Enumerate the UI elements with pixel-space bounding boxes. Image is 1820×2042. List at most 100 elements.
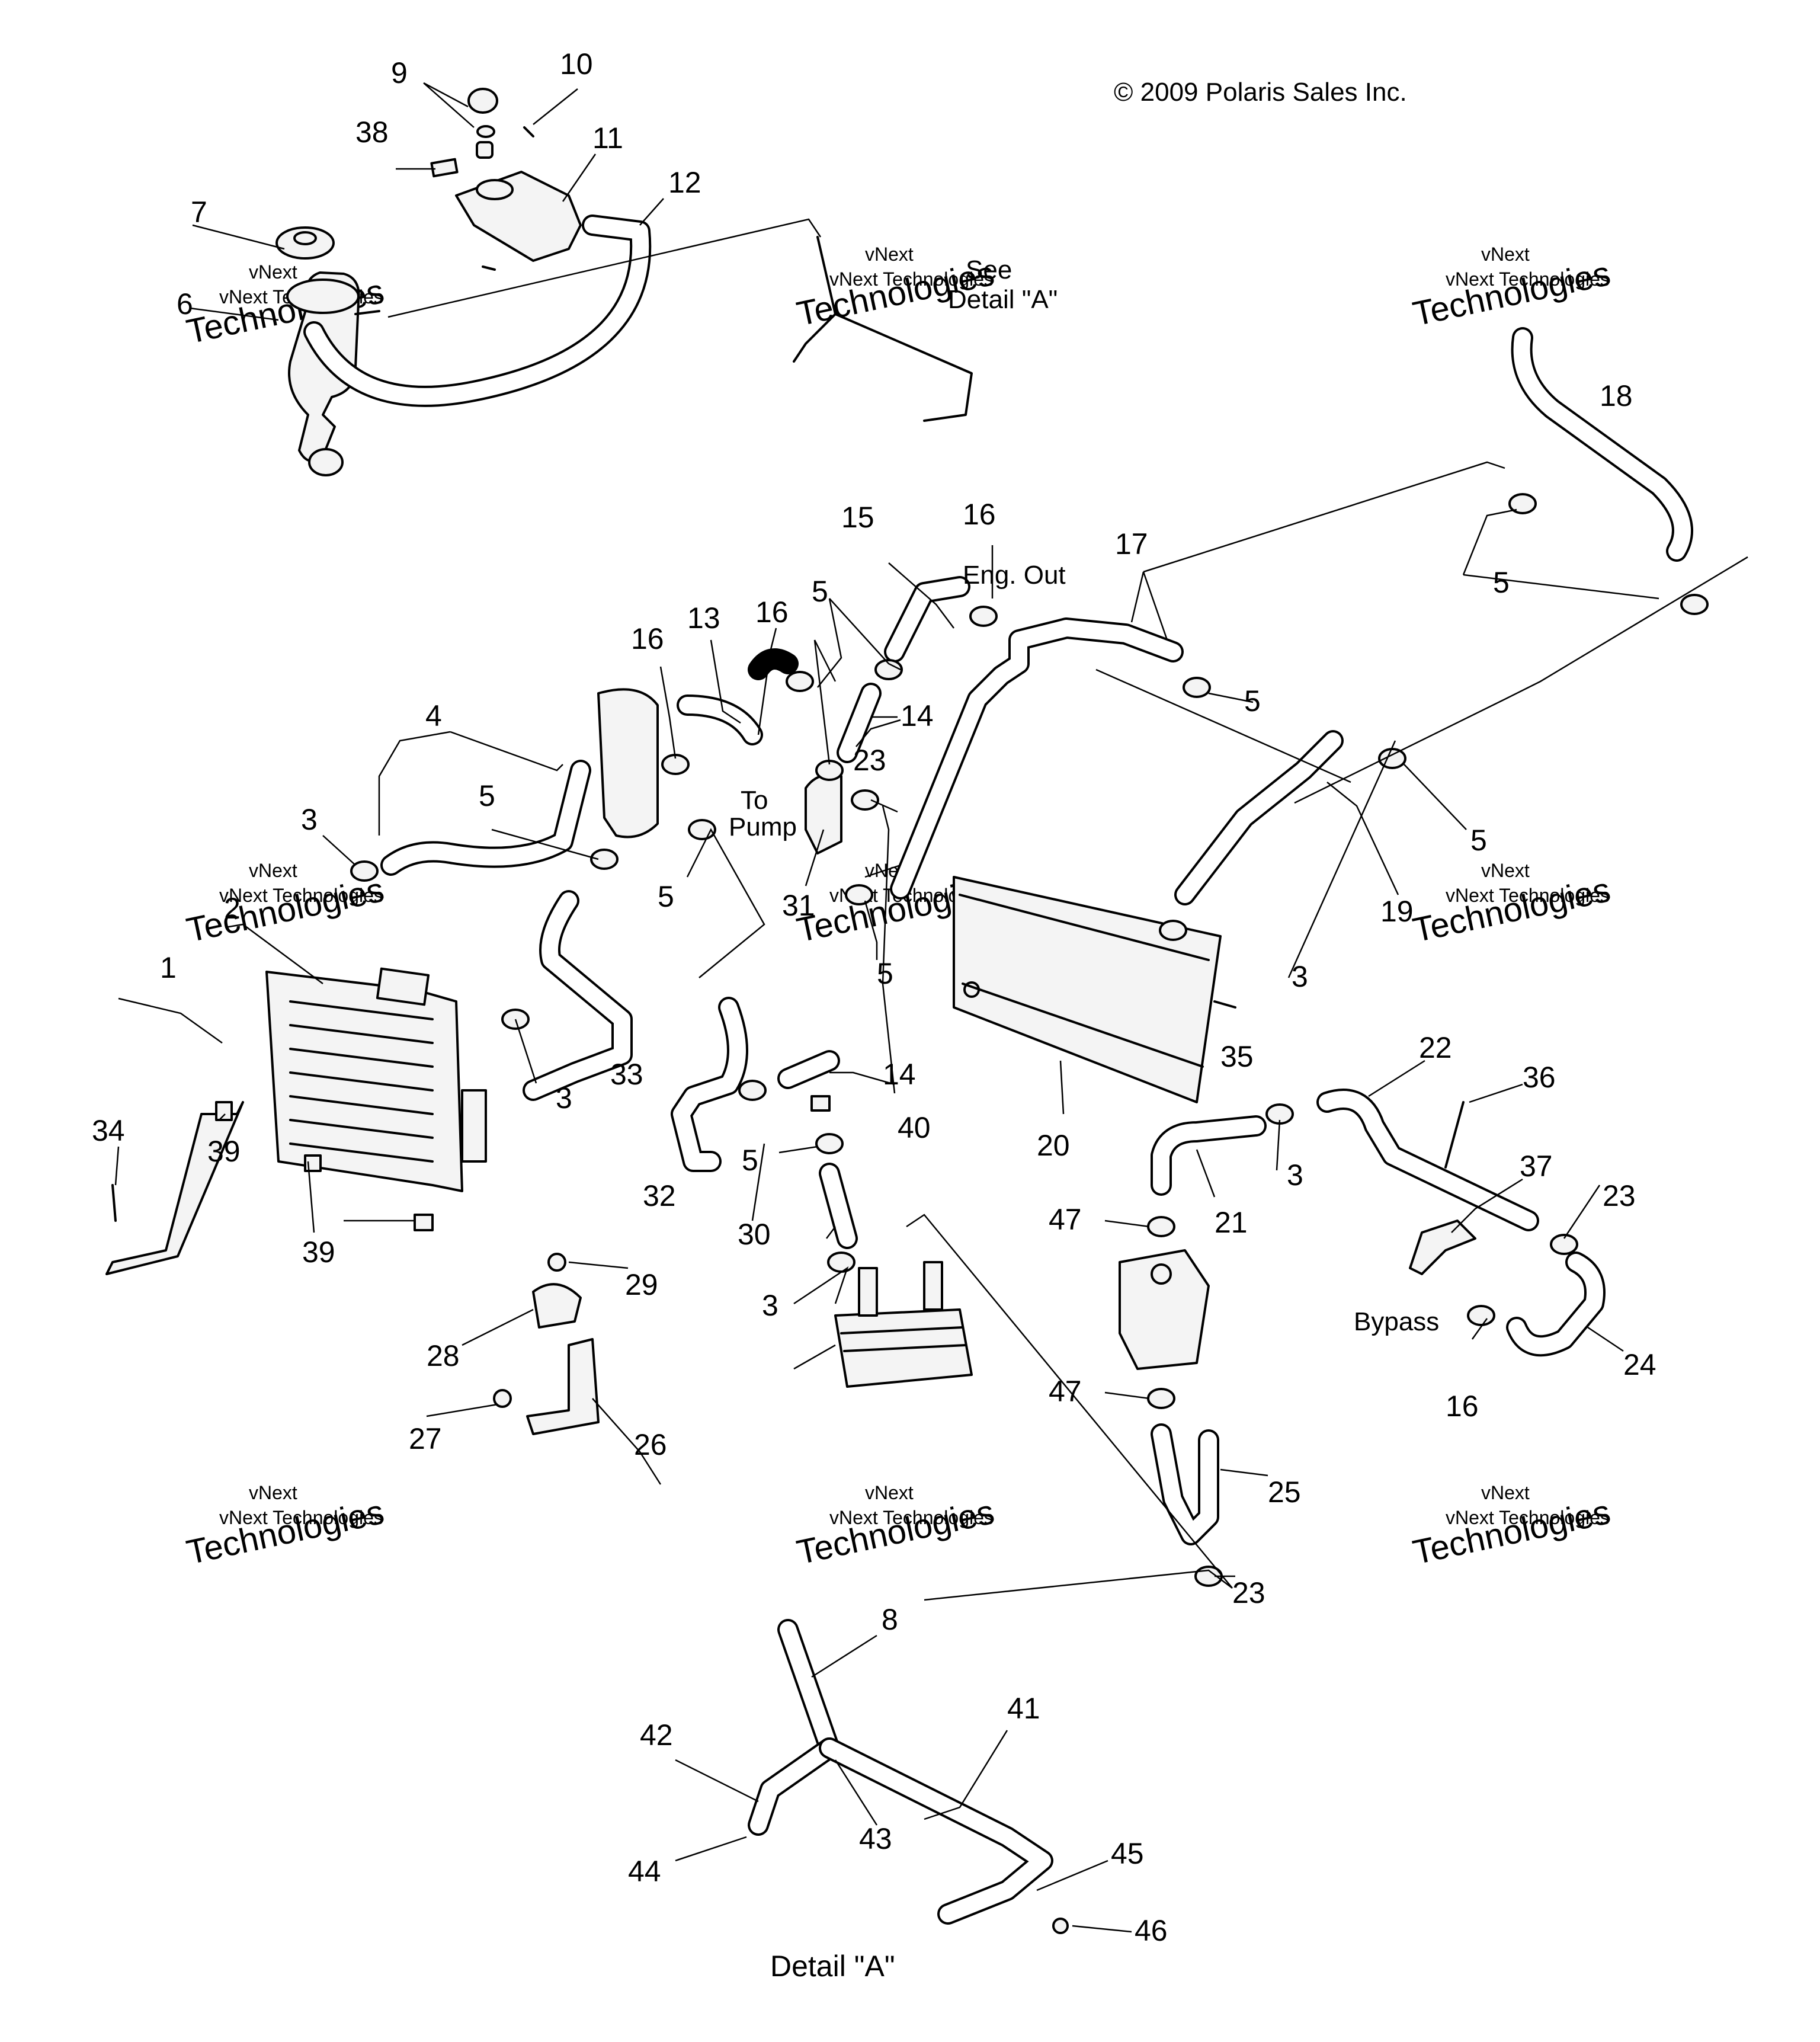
callout-32: 32 [643, 1179, 676, 1212]
bracket-26 [526, 1338, 600, 1435]
callout-36: 36 [1523, 1061, 1556, 1094]
thermostat-housing [597, 688, 842, 854]
watermark-text: vNext [1481, 1482, 1530, 1503]
watermark-text: vNext Technologies [829, 268, 994, 290]
screw [482, 265, 496, 271]
callout-35: 35 [1220, 1040, 1254, 1073]
bracket-37 [1409, 1220, 1476, 1275]
watermark-text: Technologies [1409, 1493, 1614, 1572]
callout-19: 19 [1380, 895, 1414, 928]
watermark-text: vNext [865, 1482, 914, 1503]
callout-22: 22 [1419, 1031, 1452, 1064]
callout-11: 11 [592, 121, 623, 155]
filler-cap [467, 88, 498, 159]
callout-39: 39 [302, 1236, 335, 1269]
callout-14: 14 [883, 1058, 916, 1091]
callout-2: 2 [224, 892, 241, 925]
watermark-text: vNext [1481, 860, 1530, 881]
watermark-7: vNext vNext Technologies Technologies [183, 1482, 387, 1572]
callout-29: 29 [625, 1268, 658, 1301]
callout-20: 20 [1037, 1129, 1070, 1162]
callout-47: 47 [1049, 1203, 1082, 1236]
watermark-text: vNext [249, 1482, 297, 1503]
callout-30: 30 [738, 1218, 771, 1251]
watermark-text: vNext Technologies [219, 1507, 383, 1528]
reservoir-cap [275, 226, 335, 260]
fasteners [111, 1000, 1465, 1934]
watermark-text: Technologies [1409, 870, 1614, 950]
callout-23: 23 [1603, 1179, 1636, 1212]
watermark-8: vNext vNext Technologies Technologies [793, 1482, 998, 1572]
callout-9: 9 [391, 56, 408, 89]
callout-5: 5 [1244, 684, 1261, 718]
oil-cooler [834, 1261, 973, 1388]
watermark-text: vNext [865, 244, 914, 265]
callout-3: 3 [1292, 960, 1308, 993]
callout-4: 4 [425, 699, 442, 732]
callout-16: 16 [631, 622, 664, 655]
callout-16: 16 [1446, 1390, 1479, 1423]
hose-17 [890, 617, 1184, 900]
callout-5: 5 [877, 957, 893, 990]
watermark-text: vNext [249, 860, 297, 881]
watermark-3: vNext vNext Technologies Technologies [1409, 244, 1614, 334]
callout-43: 43 [859, 1822, 892, 1855]
callout-8: 8 [882, 1603, 898, 1636]
callout-16: 16 [963, 498, 996, 531]
callout-12: 12 [668, 166, 701, 199]
clamp-28 [532, 1283, 582, 1329]
callout-labels: 1 2 3 3 3 3 3 4 5 5 5 5 5 5 5 5 6 7 8 9 … [92, 47, 1656, 1947]
leader-lines [114, 82, 1748, 1933]
callout-10: 10 [560, 47, 593, 81]
vent-lines-detail [748, 1619, 1053, 1925]
callout-1: 1 [160, 951, 177, 984]
callout-37: 37 [1520, 1150, 1553, 1183]
callout-5: 5 [1470, 824, 1487, 857]
callout-47: 47 [1049, 1375, 1082, 1408]
callout-33: 33 [610, 1058, 643, 1091]
callout-3: 3 [301, 803, 318, 836]
callout-3: 3 [556, 1081, 572, 1115]
callout-46: 46 [1135, 1914, 1168, 1947]
watermark-text: vNext Technologies [1446, 1507, 1610, 1528]
bypass-valve [1119, 1249, 1210, 1370]
callout-17: 17 [1115, 527, 1148, 561]
callout-41: 41 [1007, 1692, 1040, 1725]
callout-21: 21 [1215, 1206, 1248, 1239]
callout-3: 3 [1287, 1158, 1303, 1192]
parts [105, 88, 1709, 1934]
copyright-notice: © 2009 Polaris Sales Inc. [1114, 78, 1407, 107]
watermark-text: vNext Technologies [1446, 885, 1610, 906]
bypass-label: Bypass [1354, 1307, 1439, 1336]
panel-20 [953, 876, 1222, 1103]
callout-25: 25 [1268, 1476, 1301, 1509]
callout-15: 15 [841, 501, 874, 534]
watermark-text: vNext Technologies [1446, 268, 1610, 290]
callout-39: 39 [207, 1135, 241, 1168]
callout-40: 40 [898, 1111, 931, 1144]
callout-5: 5 [812, 575, 828, 608]
watermark-text: vNext Technologies [219, 885, 383, 906]
watermark-6: vNext vNext Technologies Technologies [1409, 860, 1614, 950]
to-pump-label: To [741, 786, 768, 815]
callout-5: 5 [742, 1144, 758, 1177]
callout-18: 18 [1600, 379, 1633, 412]
watermark-text: vNext Technologies [829, 1507, 994, 1528]
filler-neck-bracket [455, 171, 582, 262]
callout-23: 23 [853, 744, 886, 777]
watermark-text: Technologies [1409, 254, 1614, 334]
detail-a-caption: Detail "A" [770, 1950, 895, 1983]
callout-5: 5 [658, 880, 674, 913]
watermark-text: vNext [249, 261, 297, 283]
callout-14: 14 [901, 699, 934, 732]
see-detail-note: See [966, 255, 1012, 284]
callout-13: 13 [687, 601, 720, 635]
watermark-text: Technologies [183, 1493, 387, 1572]
watermark-9: vNext vNext Technologies Technologies [1409, 1482, 1614, 1572]
callout-26: 26 [634, 1428, 667, 1461]
callout-24: 24 [1623, 1348, 1656, 1381]
callout-6: 6 [177, 287, 193, 321]
watermark-text: Technologies [183, 870, 387, 950]
radiator-support-arm [105, 1101, 244, 1275]
callout-38: 38 [355, 116, 389, 149]
